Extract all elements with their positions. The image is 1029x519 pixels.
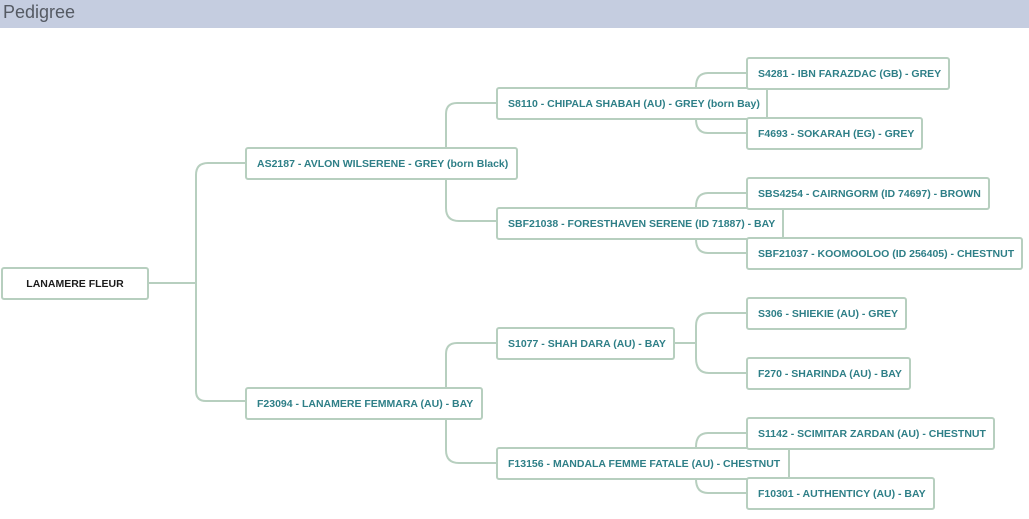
page-title: Pedigree bbox=[3, 2, 76, 22]
pedigree-node-dam-sire[interactable]: S1077 - SHAH DARA (AU) - BAY bbox=[496, 327, 675, 360]
pedigree-node-dam[interactable]: F23094 - LANAMERE FEMMARA (AU) - BAY bbox=[245, 387, 483, 420]
connector-dam-sire bbox=[675, 312, 746, 374]
pedigree-node-sire-sire[interactable]: S8110 - CHIPALA SHABAH (AU) - GREY (born… bbox=[496, 87, 768, 120]
pedigree-node-sire[interactable]: AS2187 - AVLON WILSERENE - GREY (born Bl… bbox=[245, 147, 518, 180]
pedigree-node-dam-dam-dam[interactable]: F10301 - AUTHENTICY (AU) - BAY bbox=[746, 477, 935, 510]
pedigree-header: Pedigree bbox=[0, 0, 1029, 28]
pedigree-node-sire-sire-dam[interactable]: F4693 - SOKARAH (EG) - GREY bbox=[746, 117, 923, 150]
pedigree-node-dam-sire-sire[interactable]: S306 - SHIEKIE (AU) - GREY bbox=[746, 297, 907, 330]
pedigree-node-subject: LANAMERE FLEUR bbox=[1, 267, 149, 300]
pedigree-node-sire-sire-sire[interactable]: S4281 - IBN FARAZDAC (GB) - GREY bbox=[746, 57, 950, 90]
pedigree-node-dam-dam[interactable]: F13156 - MANDALA FEMME FATALE (AU) - CHE… bbox=[496, 447, 790, 480]
connector-subject bbox=[149, 162, 245, 402]
pedigree-node-dam-sire-dam[interactable]: F270 - SHARINDA (AU) - BAY bbox=[746, 357, 911, 390]
pedigree-node-sire-dam-sire[interactable]: SBS4254 - CAIRNGORM (ID 74697) - BROWN bbox=[746, 177, 990, 210]
pedigree-node-sire-dam[interactable]: SBF21038 - FORESTHAVEN SERENE (ID 71887)… bbox=[496, 207, 784, 240]
pedigree-node-dam-dam-sire[interactable]: S1142 - SCIMITAR ZARDAN (AU) - CHESTNUT bbox=[746, 417, 995, 450]
pedigree-node-sire-dam-dam[interactable]: SBF21037 - KOOMOOLOO (ID 256405) - CHEST… bbox=[746, 237, 1023, 270]
